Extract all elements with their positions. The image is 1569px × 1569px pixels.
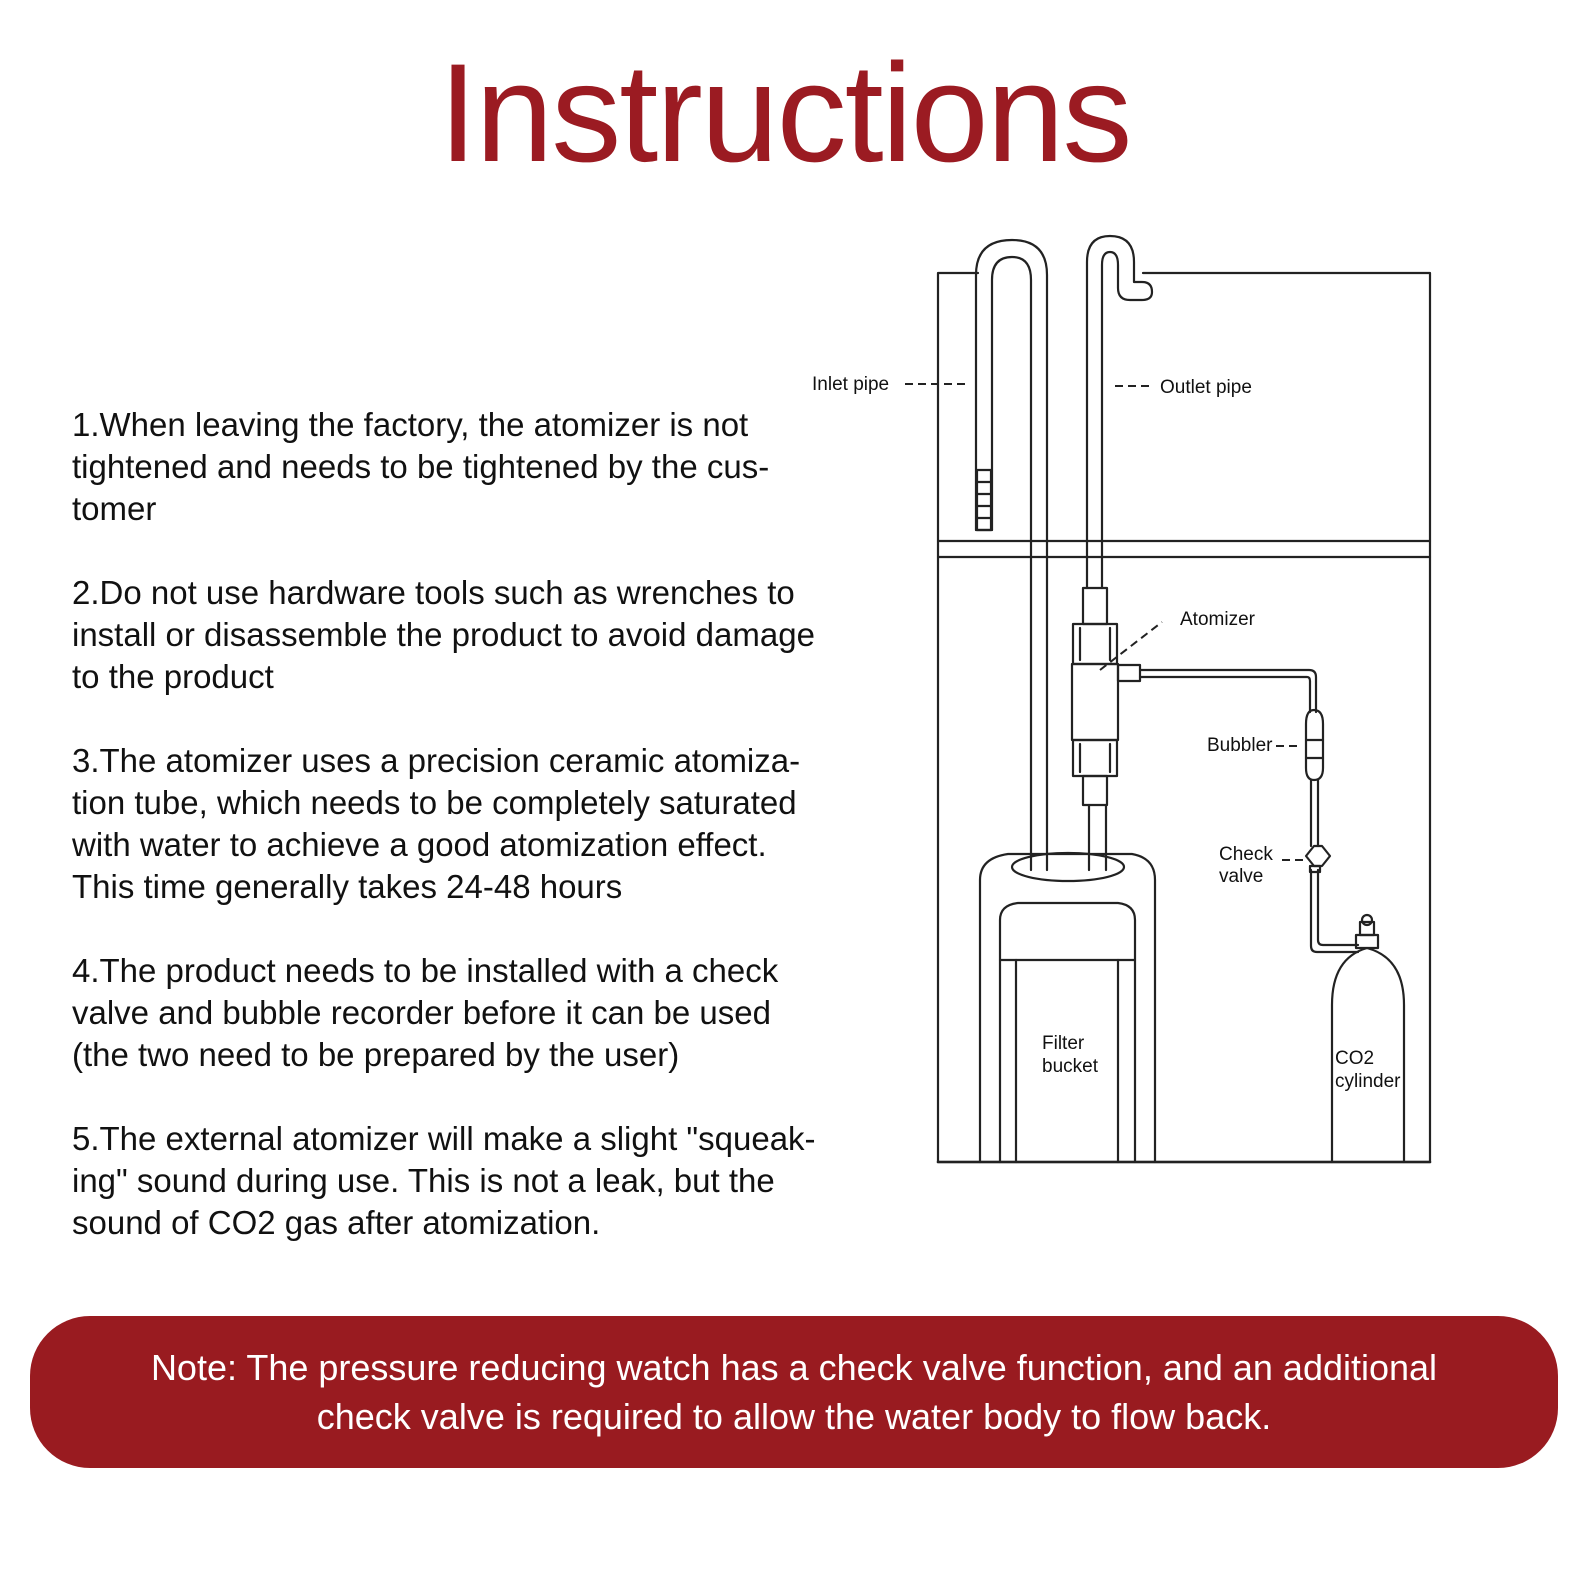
instruction-list: 1.When leaving the factory, the atomizer… xyxy=(72,404,872,1286)
note-banner: Note: The pressure reducing watch has a … xyxy=(30,1316,1558,1468)
installation-diagram: Inlet pipe Outlet pipe Atomizer Bubbler … xyxy=(790,220,1470,1200)
label-outlet-pipe: Outlet pipe xyxy=(1160,377,1252,398)
co2-tubing xyxy=(1138,668,1360,954)
label-co2-cylinder-1: CO2 xyxy=(1335,1048,1374,1069)
outlet-pipe xyxy=(1085,234,1154,872)
aquarium-tank xyxy=(936,271,1432,1164)
instruction-step-3: 3.The atomizer uses a precision ceramic … xyxy=(72,742,801,905)
filter-bucket xyxy=(978,851,1157,1164)
label-filter-bucket-1: Filter xyxy=(1042,1033,1085,1054)
instruction-step-2: 2.Do not use hardware tools such as wren… xyxy=(72,574,815,695)
note-text: Note: The pressure reducing watch has a … xyxy=(150,1347,1438,1437)
instruction-step-5: 5.The external atomizer will make a slig… xyxy=(72,1120,816,1241)
bubbler xyxy=(1304,708,1325,782)
atomizer xyxy=(1070,586,1142,807)
label-inlet-pipe: Inlet pipe xyxy=(812,374,889,395)
check-valve xyxy=(1304,844,1332,874)
page-title: Instructions xyxy=(438,34,1133,191)
installation-diagram-svg: Inlet pipe Outlet pipe Atomizer Bubbler … xyxy=(812,234,1432,1164)
inlet-pipe xyxy=(974,238,1049,872)
leader-lines xyxy=(905,383,1304,861)
label-bubbler: Bubbler xyxy=(1207,735,1273,756)
label-check-valve-1: Check xyxy=(1219,844,1273,865)
label-atomizer: Atomizer xyxy=(1180,609,1256,630)
label-filter-bucket-2: bucket xyxy=(1042,1056,1099,1077)
label-check-valve-2: valve xyxy=(1219,866,1263,887)
label-co2-cylinder-2: cylinder xyxy=(1335,1071,1401,1092)
co2-cylinder xyxy=(1330,913,1406,1164)
inlet-strainer xyxy=(975,468,993,532)
instruction-step-4: 4.The product needs to be installed with… xyxy=(72,952,779,1073)
instruction-step-1: 1.When leaving the factory, the atomizer… xyxy=(72,406,770,527)
